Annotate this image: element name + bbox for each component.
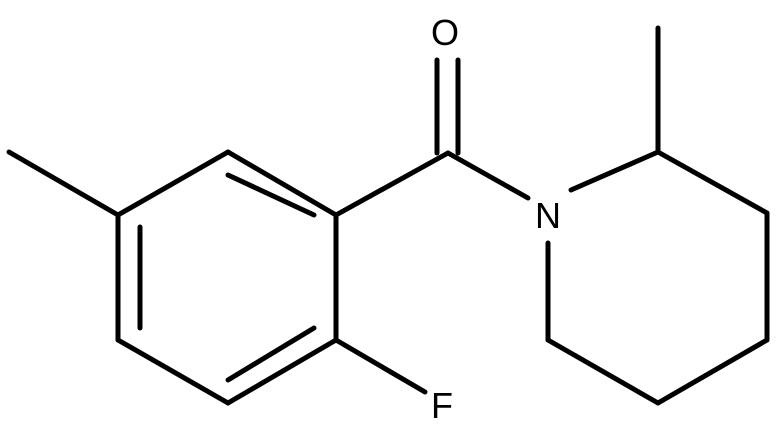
fluorine-atom-label: F (431, 385, 453, 426)
benzene-bond-1 (225, 149, 339, 218)
piperidine-bond-c2-c3 (655, 149, 770, 216)
benzene-bond-5 (225, 337, 339, 406)
aryl-methyl-bond (6, 149, 121, 218)
oxygen-atom-label: O (431, 12, 459, 53)
piperidine-bond-n-c2 (568, 149, 661, 193)
benzene-inner-bond-1 (225, 172, 317, 218)
benzene-bond-4 (115, 337, 231, 406)
piperidine-bond-c5-c6 (545, 337, 661, 406)
carbonyl-to-nitrogen-bond (445, 150, 531, 201)
benzene-inner-bond-5 (225, 325, 317, 383)
benzene-bond-2 (115, 149, 231, 218)
piperidine-bond-c4-c5 (655, 337, 770, 406)
carbonyl-to-ring-bond (333, 150, 451, 218)
carbon-fluorine-bond (333, 337, 428, 395)
nitrogen-atom-label: N (535, 195, 561, 236)
